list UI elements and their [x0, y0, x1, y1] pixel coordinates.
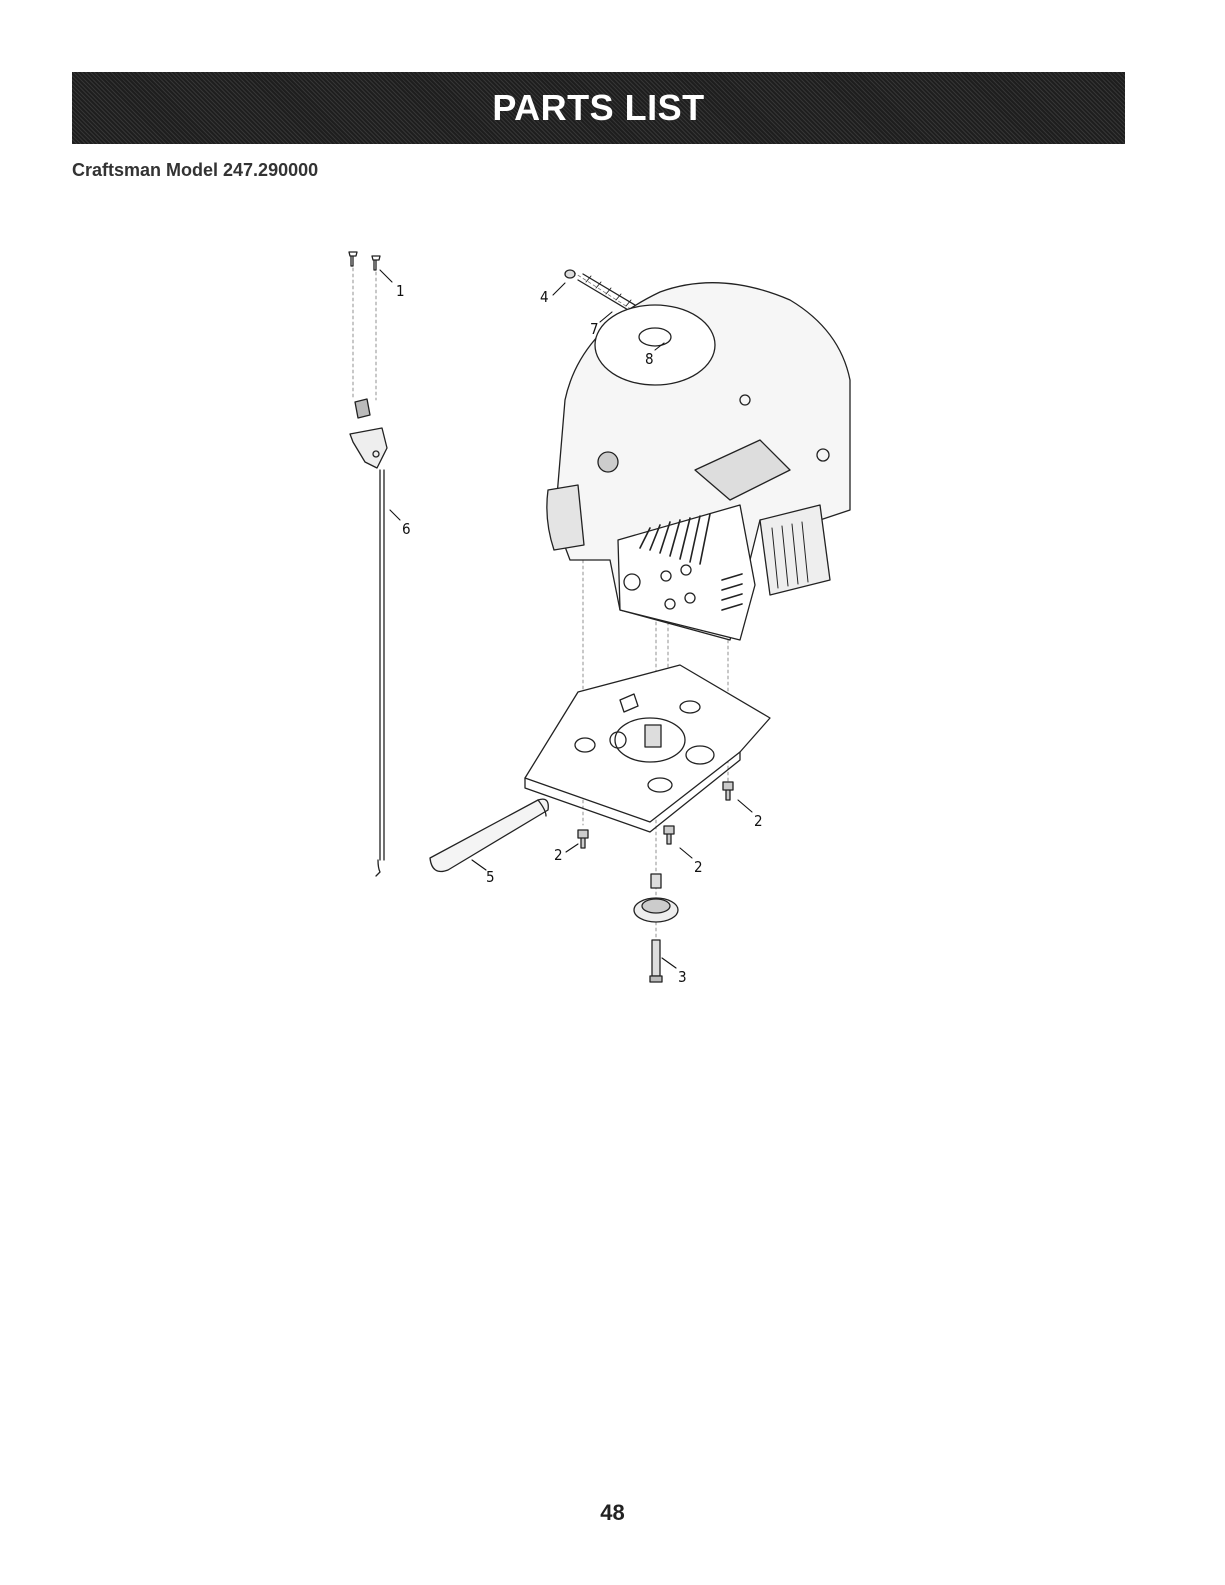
callout-6: 6 — [402, 520, 411, 538]
callout-2b: 2 — [554, 846, 563, 864]
callout-8: 8 — [645, 350, 654, 368]
dipstick-handle — [355, 399, 370, 418]
callout-7: 7 — [590, 320, 599, 338]
callout-2c: 2 — [694, 858, 703, 876]
engine-exploded-diagram: 1 2 2 2 2 3 4 5 6 7 8 — [330, 250, 890, 990]
callout-3: 3 — [678, 968, 687, 986]
tube-bracket — [350, 428, 387, 468]
bolt-3 — [652, 940, 660, 976]
callout-5: 5 — [486, 868, 495, 886]
discharge-chute — [430, 799, 548, 871]
bolt-2a — [723, 782, 733, 800]
dipstick-tube — [380, 470, 384, 860]
page-number: 48 — [0, 1500, 1225, 1526]
starter-motor — [547, 485, 584, 550]
page-title: PARTS LIST — [492, 87, 704, 129]
model-subtitle: Craftsman Model 247.290000 — [72, 160, 318, 181]
bolt-2c — [664, 826, 674, 844]
callout-2a: 2 — [754, 812, 763, 830]
screw-1a — [349, 252, 357, 266]
header-bar: PARTS LIST — [72, 72, 1125, 144]
callout-1: 1 — [396, 282, 405, 300]
dipstick-tube-assembly — [349, 252, 387, 876]
bolt-2b — [578, 830, 588, 848]
callout-4: 4 — [540, 288, 549, 306]
deck-mounting-plate — [525, 665, 770, 832]
screw-1b — [372, 256, 380, 270]
